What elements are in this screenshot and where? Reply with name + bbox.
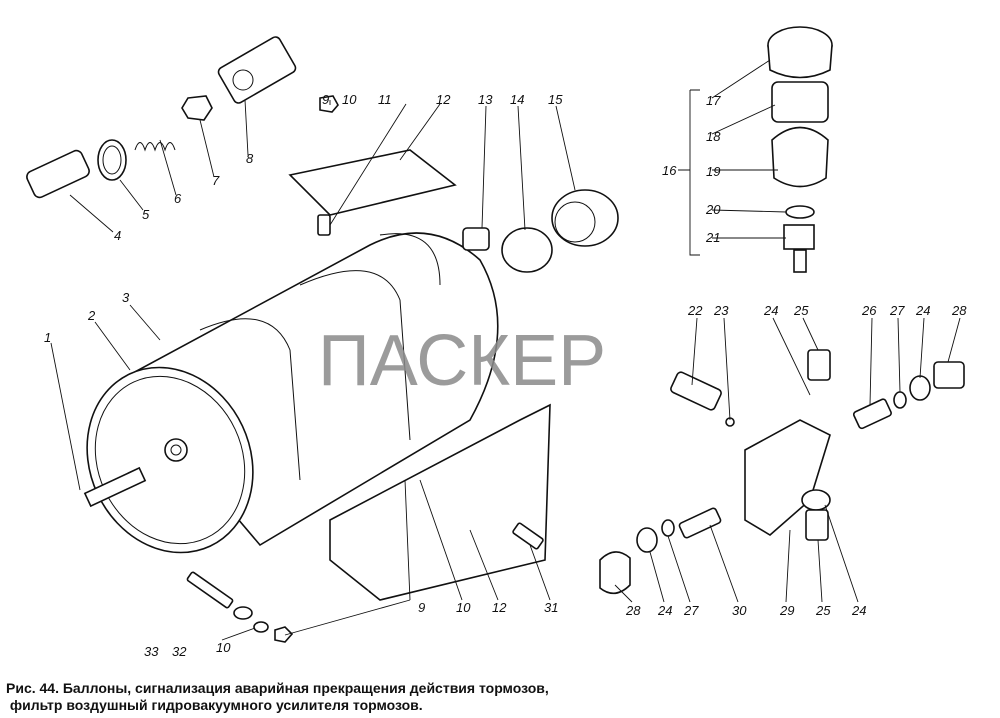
callout: 24 xyxy=(915,303,930,318)
callout: 16 xyxy=(662,163,677,178)
leader-lines xyxy=(50,59,961,641)
callout: 25 xyxy=(815,603,831,618)
callout: 14 xyxy=(510,92,524,107)
callout: 23 xyxy=(713,303,729,318)
callout: 28 xyxy=(951,303,967,318)
callout: 20 xyxy=(705,202,721,217)
callout: 24 xyxy=(763,303,778,318)
callout: 18 xyxy=(706,129,721,144)
callout: 22 xyxy=(687,303,703,318)
callout: 28 xyxy=(625,603,641,618)
callout: 13 xyxy=(478,92,493,107)
callout: 15 xyxy=(548,92,563,107)
callout: 27 xyxy=(889,303,905,318)
air-filter xyxy=(767,26,833,273)
signal-valve-group xyxy=(599,349,965,595)
spring-6 xyxy=(134,142,176,152)
callout: 30 xyxy=(732,603,747,618)
callout: 9 xyxy=(418,600,425,615)
callout: 32 xyxy=(172,644,187,659)
fitting-8 xyxy=(217,36,297,104)
callout: 19 xyxy=(706,164,720,179)
callout: 12 xyxy=(436,92,451,107)
callout: 10 xyxy=(456,600,471,615)
watermark: ПАСКЕР xyxy=(318,321,606,401)
callout: 6 xyxy=(174,191,182,206)
callout: 4 xyxy=(114,228,121,243)
callout: 33 xyxy=(144,644,159,659)
callout: 2 xyxy=(87,308,96,323)
fitting-4 xyxy=(26,149,90,199)
callout: 10 xyxy=(216,640,231,655)
callout: 5 xyxy=(142,207,150,222)
callout: 29 xyxy=(779,603,794,618)
callout: 26 xyxy=(861,303,877,318)
callout: 25 xyxy=(793,303,809,318)
callout: 1 xyxy=(44,330,51,345)
mounting-bracket xyxy=(288,149,551,601)
filter-13-15 xyxy=(462,189,619,273)
fitting-1 xyxy=(83,466,147,508)
callout: 24 xyxy=(851,603,866,618)
callout: 9 xyxy=(322,92,329,107)
fitting-plug xyxy=(164,438,188,462)
callout: 27 xyxy=(683,603,699,618)
washer-5 xyxy=(97,139,127,181)
callout-labels: 1 2 3 4 5 6 7 8 9 10 11 12 13 14 15 16 1… xyxy=(44,92,967,659)
callout: 7 xyxy=(212,173,220,188)
callout: 24 xyxy=(657,603,672,618)
bolts xyxy=(186,95,544,643)
figure-caption: Рис. 44. Баллоны, сигнализация аварийная… xyxy=(6,680,549,714)
callout: 10 xyxy=(342,92,357,107)
nut-7 xyxy=(181,95,213,121)
caption-line-2: фильтр воздушный гидровакуумного усилите… xyxy=(9,697,423,713)
caption-line-1: Рис. 44. Баллоны, сигнализация аварийная… xyxy=(6,680,549,696)
callout: 8 xyxy=(246,151,254,166)
callout: 17 xyxy=(706,93,721,108)
callout: 3 xyxy=(122,290,130,305)
callout: 12 xyxy=(492,600,507,615)
callout: 21 xyxy=(705,230,720,245)
callout: 11 xyxy=(378,92,392,107)
callout: 31 xyxy=(544,600,558,615)
